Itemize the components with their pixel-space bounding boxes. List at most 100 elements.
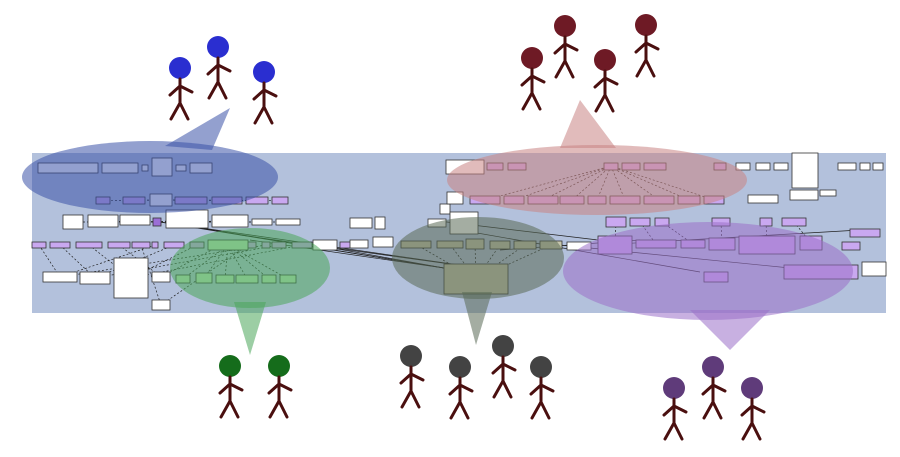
person-head [635, 14, 657, 36]
person-figure [520, 47, 546, 111]
group-bubbles [22, 100, 853, 355]
person-figure [593, 49, 619, 113]
graph-node [629, 217, 651, 227]
graph-node [791, 152, 819, 189]
person-head [400, 345, 422, 367]
person-head [521, 47, 543, 69]
person-figure [740, 377, 766, 441]
person-figure [252, 61, 278, 125]
graph-node [349, 217, 373, 229]
person-head [663, 377, 685, 399]
person-figure [701, 356, 727, 420]
person-head [169, 57, 191, 79]
blue-group-bubble [22, 108, 278, 213]
gray-group-bubble [392, 217, 564, 345]
graph-node [211, 214, 249, 228]
graph-node [374, 216, 386, 230]
graph-node [859, 162, 871, 171]
graph-node [773, 162, 789, 171]
person-figure [399, 345, 425, 409]
graph-edge [59, 244, 156, 278]
graph-node [119, 214, 151, 226]
person-body [168, 77, 194, 121]
green-group-bubble [170, 228, 330, 355]
person-head [253, 61, 275, 83]
graph-node [841, 241, 861, 251]
person-head [702, 356, 724, 378]
person-figure [448, 356, 474, 420]
graph-node [735, 162, 751, 171]
person-body [553, 35, 579, 79]
graph-node [872, 162, 884, 171]
graph-node [49, 241, 71, 249]
person-head [207, 36, 229, 58]
graph-node [747, 194, 779, 204]
graph-node [781, 217, 807, 227]
person-head [449, 356, 471, 378]
person-head [268, 355, 290, 377]
person-figure [168, 57, 194, 121]
person-head [530, 356, 552, 378]
graph-node [31, 241, 47, 249]
graph-node [849, 228, 881, 238]
graph-node [819, 189, 837, 197]
person-body [448, 376, 474, 420]
person-figure [267, 355, 293, 419]
person-body [491, 355, 517, 399]
person-head [492, 335, 514, 357]
person-figure [553, 15, 579, 79]
graph-node [62, 214, 84, 230]
graph-node [151, 299, 171, 311]
graph-node [275, 218, 301, 226]
person-body [267, 375, 293, 419]
graph-node [152, 217, 162, 227]
person-head [219, 355, 241, 377]
graph-node [113, 257, 149, 299]
graph-node [861, 261, 887, 277]
person-body [529, 376, 555, 420]
person-figure [634, 14, 660, 78]
graph-node [165, 209, 209, 229]
graph-node [837, 162, 857, 171]
person-body [399, 365, 425, 409]
graph-node [349, 239, 369, 249]
graph-node [131, 241, 151, 249]
graph-node [79, 271, 111, 285]
graph-node [372, 236, 394, 248]
person-body [593, 69, 619, 113]
person-figure [218, 355, 244, 419]
person-figure [529, 356, 555, 420]
person-head [554, 15, 576, 37]
person-body [206, 56, 232, 100]
graph-node [151, 271, 171, 283]
graph-node [151, 241, 159, 249]
person-head [594, 49, 616, 71]
person-figure [206, 36, 232, 100]
person-body [740, 397, 766, 441]
person-body [520, 67, 546, 111]
graph-node [605, 216, 627, 228]
graph-node [271, 196, 289, 205]
person-figure [662, 377, 688, 441]
red-group-bubble [447, 100, 747, 215]
people [168, 14, 766, 441]
person-body [252, 81, 278, 125]
graph-node [446, 191, 464, 205]
graph-node [87, 214, 119, 228]
graph-node [439, 203, 451, 215]
person-figure [491, 335, 517, 399]
person-body [634, 34, 660, 78]
person-body [701, 376, 727, 420]
person-body [662, 397, 688, 441]
graph-node [759, 217, 773, 227]
graph-node [42, 271, 78, 283]
person-body [218, 375, 244, 419]
graph-node [163, 241, 185, 249]
graph-node [75, 241, 103, 249]
graph-node [789, 189, 819, 201]
graph-node [107, 241, 131, 249]
graph-edge [140, 244, 162, 306]
purple-group-bubble [563, 222, 853, 350]
